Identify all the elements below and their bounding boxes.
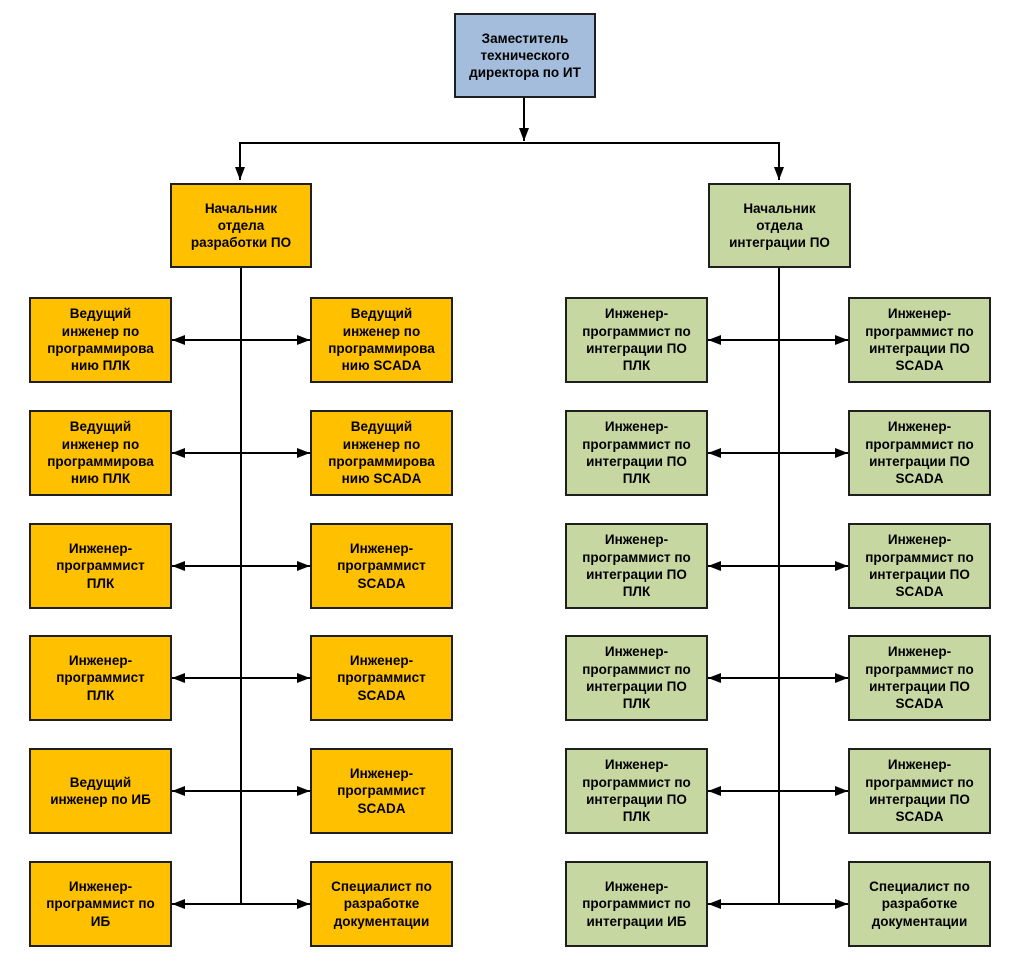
- org-box-int-row4-left: Инженер- программист по интеграции ПО ПЛ…: [565, 635, 708, 721]
- org-box-dev-row3-left: Инженер- программист ПЛК: [29, 523, 172, 609]
- org-box-dev-row1-left: Ведущий инженер по программирова нию ПЛК: [29, 297, 172, 383]
- org-box-dev-row2-right: Ведущий инженер по программирова нию SCA…: [310, 410, 453, 496]
- box-head-software-integration: Начальник отдела интеграции ПО: [708, 183, 851, 268]
- org-box-dev-row3-right: Инженер- программист SCADA: [310, 523, 453, 609]
- org-box-int-row2-left: Инженер- программист по интеграции ПО ПЛ…: [565, 410, 708, 496]
- org-box-dev-row4-right: Инженер- программист SCADA: [310, 635, 453, 721]
- org-box-int-row2-right: Инженер- программист по интеграции ПО SC…: [848, 410, 991, 496]
- org-box-dev-row5-left: Ведущий инженер по ИБ: [29, 748, 172, 834]
- org-box-dev-row5-right: Инженер- программист SCADA: [310, 748, 453, 834]
- org-box-int-row3-right: Инженер- программист по интеграции ПО SC…: [848, 523, 991, 609]
- org-box-int-row4-right: Инженер- программист по интеграции ПО SC…: [848, 635, 991, 721]
- org-box-dev-row1-right: Ведущий инженер по программирова нию SCA…: [310, 297, 453, 383]
- org-box-dev-row6-right: Специалист по разработке документации: [310, 861, 453, 947]
- org-box-dev-row4-left: Инженер- программист ПЛК: [29, 635, 172, 721]
- org-box-int-row5-left: Инженер- программист по интеграции ПО ПЛ…: [565, 748, 708, 834]
- org-box-int-row1-left: Инженер- программист по интеграции ПО ПЛ…: [565, 297, 708, 383]
- org-box-int-row3-left: Инженер- программист по интеграции ПО ПЛ…: [565, 523, 708, 609]
- org-box-int-row5-right: Инженер- программист по интеграции ПО SC…: [848, 748, 991, 834]
- org-box-dev-row2-left: Ведущий инженер по программирова нию ПЛК: [29, 410, 172, 496]
- org-box-int-row1-right: Инженер- программист по интеграции ПО SC…: [848, 297, 991, 383]
- org-box-int-row6-left: Инженер- программист по интеграции ИБ: [565, 861, 708, 947]
- org-box-dev-row6-left: Инженер- программист по ИБ: [29, 861, 172, 947]
- box-deputy-technical-director: Заместитель технического директора по ИТ: [454, 13, 596, 98]
- box-head-software-development: Начальник отдела разработки ПО: [170, 183, 312, 268]
- org-box-int-row6-right: Специалист по разработке документации: [848, 861, 991, 947]
